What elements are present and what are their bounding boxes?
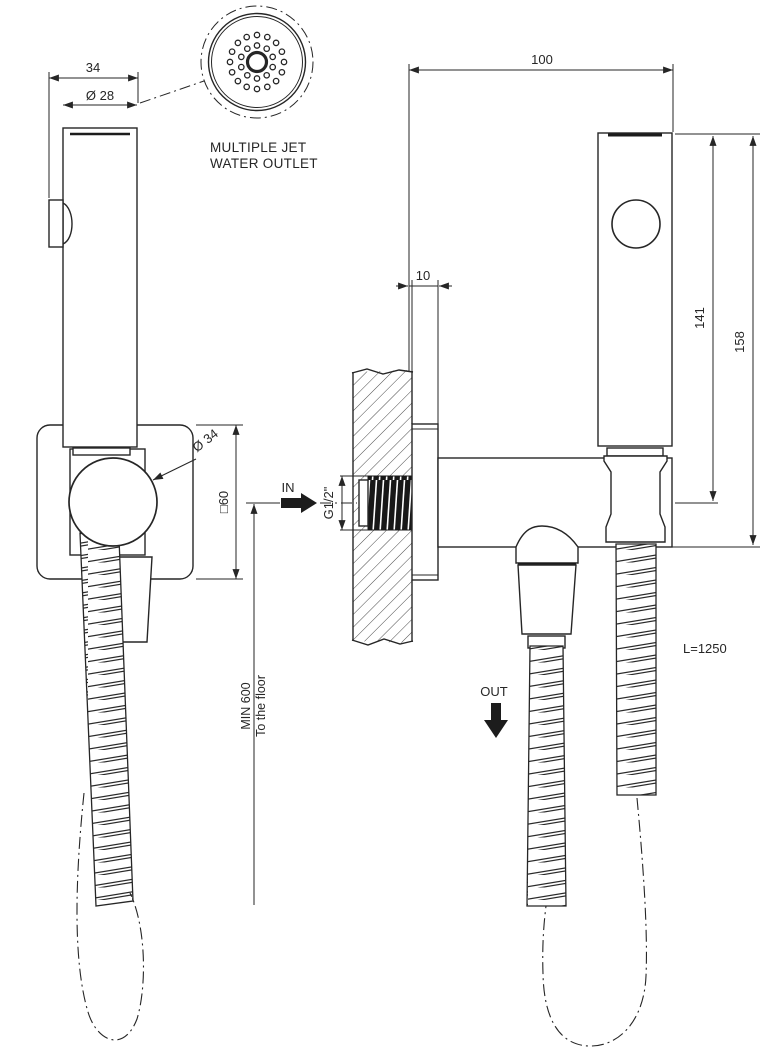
dim-height-to-axis-value: 141 bbox=[692, 307, 707, 329]
handpiece-body-side bbox=[62, 127, 138, 448]
dim-height-total-value: 158 bbox=[732, 331, 747, 353]
dim-inlet-thread-value: G1/2" bbox=[321, 486, 336, 519]
hose-slack-phantom-front bbox=[542, 797, 647, 1047]
control-button-side bbox=[48, 199, 64, 248]
spray-nozzle-dots bbox=[226, 31, 288, 93]
control-button-front bbox=[611, 199, 661, 249]
inlet-arrow bbox=[281, 493, 317, 513]
center-jet-hole bbox=[245, 50, 269, 74]
detail-leader-line bbox=[139, 80, 205, 104]
dim-min-height-value: MIN 600 bbox=[239, 682, 253, 729]
control-button-bump bbox=[62, 202, 73, 245]
spray-face-inner-ring bbox=[211, 16, 303, 108]
dim-head-diameter-value: Ø 28 bbox=[86, 88, 114, 103]
inlet-nipple-threads bbox=[367, 475, 413, 531]
detail-label-line1: MULTIPLE JET bbox=[210, 140, 306, 155]
dim-knob-leader bbox=[152, 458, 197, 481]
dim-total-width-value: 100 bbox=[531, 52, 553, 67]
shower-hose-from-handle bbox=[615, 543, 657, 796]
front-view: G1/2" IN OUT L=1250 bbox=[281, 52, 760, 1047]
hose-slack-phantom-side bbox=[76, 792, 145, 1041]
dim-min-height-note: To the floor bbox=[254, 675, 268, 737]
holder-cup-dome bbox=[515, 525, 579, 564]
swivel-knob bbox=[68, 457, 158, 547]
spray-face-outer-ring bbox=[207, 12, 307, 112]
shower-hose-from-cup bbox=[526, 645, 567, 907]
inlet-label: IN bbox=[282, 480, 295, 495]
dim-depth-value: 34 bbox=[86, 60, 100, 75]
handle-joint-washer-front bbox=[606, 447, 664, 457]
side-view: 34 Ø 28 Ø 34 □60 MIN 600 To the bbox=[36, 60, 280, 1041]
inlet-nipple-tip bbox=[358, 479, 369, 527]
hose-nut bbox=[603, 455, 668, 543]
dim-wall-offset-value: 10 bbox=[416, 268, 430, 283]
hose-length-label: L=1250 bbox=[683, 641, 727, 656]
holder-cup-body bbox=[517, 564, 577, 635]
detail-phantom-circle bbox=[200, 5, 314, 119]
handpiece-body-front bbox=[597, 132, 673, 447]
handle-joint-washer-side bbox=[72, 447, 131, 456]
outlet-label: OUT bbox=[480, 684, 508, 699]
wall-plate-front bbox=[411, 423, 439, 581]
detail-label-line2: WATER OUTLET bbox=[210, 156, 318, 171]
wall-break-bottom bbox=[351, 638, 414, 646]
dim-knob-diameter-value: Ø 34 bbox=[190, 426, 221, 455]
wall-break-top bbox=[351, 368, 414, 375]
dim-plate-size-value: □60 bbox=[216, 491, 231, 513]
spray-face-detail: MULTIPLE JET WATER OUTLET bbox=[139, 5, 318, 171]
outlet-arrow bbox=[484, 703, 508, 738]
